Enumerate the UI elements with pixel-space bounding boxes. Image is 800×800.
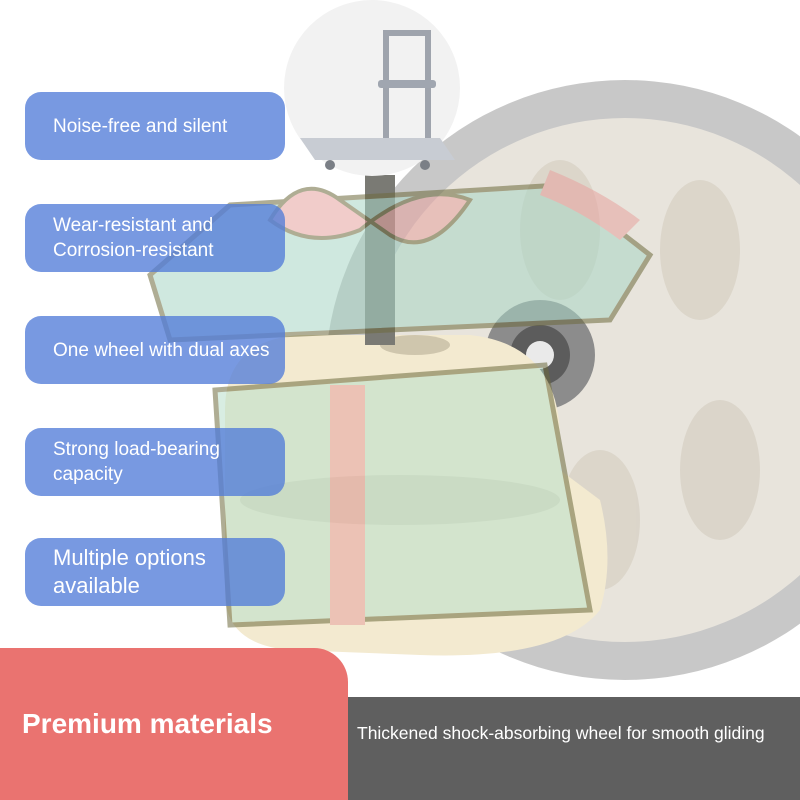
feature-label: Multiple options available <box>53 545 206 598</box>
feature-pill-dual-axes: One wheel with dual axes <box>25 316 285 384</box>
feature-label: Strong load-bearing capacity <box>53 439 220 485</box>
feature-label: One wheel with dual axes <box>53 339 270 361</box>
feature-pill-wear-resistant: Wear-resistant and Corrosion-resistant <box>25 204 285 272</box>
banner-title: Premium materials <box>22 708 273 739</box>
feature-label: Wear-resistant and Corrosion-resistant <box>53 215 214 261</box>
feature-pill-load-bearing: Strong load-bearing capacity <box>25 428 285 496</box>
premium-materials-box <box>0 648 348 800</box>
feature-pill-noise-free: Noise-free and silent <box>25 92 285 160</box>
feature-pill-multiple-options: Multiple options available <box>25 538 285 606</box>
cart-thumbnail <box>284 0 460 176</box>
feature-label: Noise-free and silent <box>53 115 228 137</box>
banner-description: Thickened shock-absorbing wheel for smoo… <box>357 723 765 743</box>
